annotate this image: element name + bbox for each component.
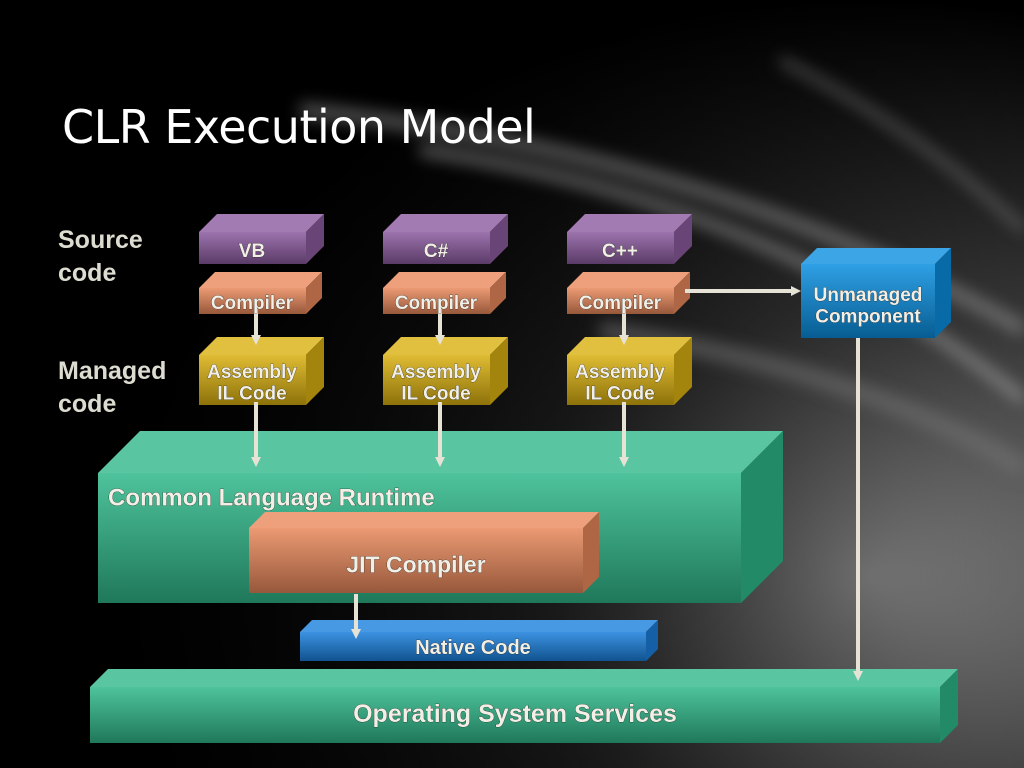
compiler-box-csharp-side-face <box>490 272 506 314</box>
unmanaged-component-box-side-face <box>935 248 951 338</box>
assembly-label-csharp-line: IL Code <box>401 383 470 404</box>
compiler-box-cpp <box>567 272 690 314</box>
assembly-box-cpp-side-face <box>674 337 692 405</box>
compiler-box-csharp <box>383 272 506 314</box>
os-services-label: Operating System Services <box>353 700 677 728</box>
unmanaged-component-box <box>801 248 951 338</box>
clr-label: Common Language Runtime <box>108 485 435 512</box>
assembly-box-vb-side-face <box>306 337 324 405</box>
native-code-label-line: Native Code <box>415 637 531 659</box>
compiler-box-vb <box>199 272 322 314</box>
assembly-box-csharp <box>383 337 508 405</box>
os-services-box-top-face <box>90 669 958 687</box>
compiler-box-csharp-front-face <box>383 288 490 314</box>
lang-box-vb <box>199 214 324 264</box>
compiler-box-vb-side-face <box>306 272 322 314</box>
clr-box-side-face <box>741 431 783 603</box>
source-code-label: Source code <box>58 224 143 290</box>
assembly-box-csharp-top-face <box>383 337 508 355</box>
os-services-box-front-face <box>90 687 940 743</box>
compiler-box-cpp-side-face <box>674 272 690 314</box>
lang-box-cpp-front-face <box>567 232 674 264</box>
lang-label-csharp: C# <box>424 241 449 262</box>
assembly-label-vb-line: Assembly <box>207 362 297 383</box>
managed-code-label: Managed code <box>58 355 166 421</box>
assembly-box-cpp <box>567 337 692 405</box>
jit-compiler-box-top-face <box>249 512 599 528</box>
lang-box-csharp-front-face <box>383 232 490 264</box>
compiler-label-csharp-line: Compiler <box>395 293 478 314</box>
assembly-box-csharp-front-face <box>383 355 490 405</box>
source-code-label-line1: Source <box>58 226 143 254</box>
jit-compiler-box-front-face <box>249 528 583 593</box>
compiler-label-vb: Compiler <box>211 293 294 314</box>
lang-label-cpp: C++ <box>602 241 638 262</box>
native-code-box-top-face <box>300 620 658 632</box>
jit-compiler-box-side-face <box>583 512 599 593</box>
assembly-box-cpp-top-face <box>567 337 692 355</box>
unmanaged-component-label-line: Unmanaged <box>814 285 923 306</box>
lang-box-vb-top-face <box>199 214 324 232</box>
compiler-box-cpp-front-face <box>567 288 674 314</box>
native-code-box-side-face <box>646 620 658 661</box>
compiler-box-vb-front-face <box>199 288 306 314</box>
lang-box-cpp <box>567 214 692 264</box>
managed-code-label-line1: Managed <box>58 357 167 385</box>
assembly-box-cpp-front-face <box>567 355 674 405</box>
lang-box-csharp-side-face <box>490 214 508 264</box>
source-code-label-line2: code <box>58 259 117 287</box>
compiler-label-vb-line: Compiler <box>211 293 294 314</box>
lang-box-cpp-side-face <box>674 214 692 264</box>
lang-box-vb-side-face <box>306 214 324 264</box>
assembly-label-vb-line: IL Code <box>217 383 286 404</box>
lang-box-cpp-top-face <box>567 214 692 232</box>
assembly-box-vb-top-face <box>199 337 324 355</box>
lang-label-vb: VB <box>239 241 265 262</box>
assembly-label-cpp-line: Assembly <box>575 362 665 383</box>
native-code-label: Native Code <box>415 637 531 659</box>
jit-compiler-label: JIT Compiler <box>346 551 485 577</box>
unmanaged-component-box-front-face <box>801 264 935 338</box>
lang-box-csharp <box>383 214 508 264</box>
clr-label-line: Common Language Runtime <box>108 485 435 512</box>
unmanaged-component-label-line: Component <box>815 306 921 327</box>
lang-label-cpp-line: C++ <box>602 241 638 262</box>
compiler-box-cpp-top-face <box>567 272 690 288</box>
compiler-box-csharp-top-face <box>383 272 506 288</box>
assembly-box-vb <box>199 337 324 405</box>
compiler-label-csharp: Compiler <box>395 293 478 314</box>
compiler-label-cpp-line: Compiler <box>579 293 662 314</box>
jit-compiler-box <box>249 512 599 593</box>
assembly-box-csharp-side-face <box>490 337 508 405</box>
os-services-label-line: Operating System Services <box>353 700 677 728</box>
lang-box-vb-front-face <box>199 232 306 264</box>
os-services-box-side-face <box>940 669 958 743</box>
lang-label-vb-line: VB <box>239 241 265 262</box>
slide-title: CLR Execution Model <box>62 100 536 154</box>
os-services-box <box>90 669 958 743</box>
lang-label-csharp-line: C# <box>424 241 449 262</box>
lang-box-csharp-top-face <box>383 214 508 232</box>
managed-code-label-line2: code <box>58 390 117 418</box>
jit-compiler-label-line: JIT Compiler <box>346 551 485 577</box>
unmanaged-component-box-top-face <box>801 248 951 264</box>
compiler-label-cpp: Compiler <box>579 293 662 314</box>
compiler-box-vb-top-face <box>199 272 322 288</box>
assembly-label-csharp-line: Assembly <box>391 362 481 383</box>
assembly-box-vb-front-face <box>199 355 306 405</box>
assembly-label-cpp-line: IL Code <box>585 383 654 404</box>
